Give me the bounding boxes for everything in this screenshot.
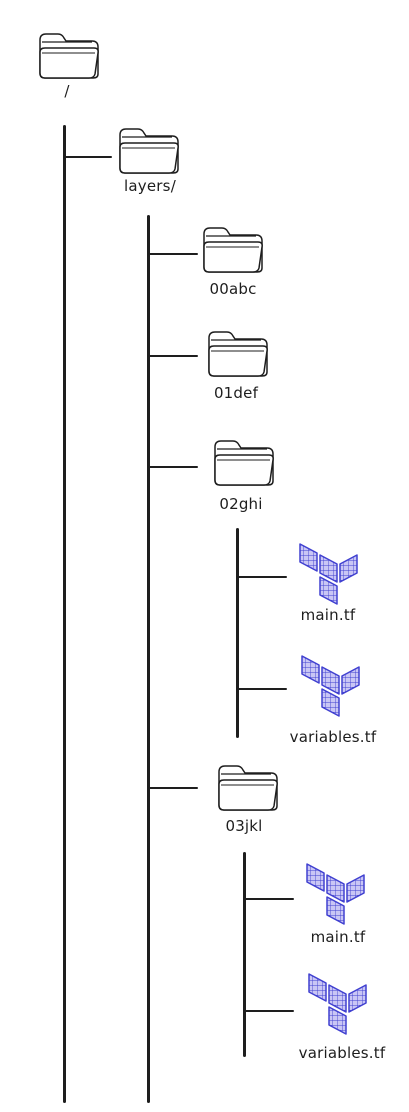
folder-02ghi-label: 02ghi: [219, 495, 263, 513]
03jkl-to-variables-branch: [244, 1010, 294, 1012]
03jkl-to-main-branch: [244, 898, 294, 900]
layers-to-03jkl-branch: [148, 787, 198, 789]
03jkl-main-tf-label: main.tf: [310, 928, 366, 946]
terraform-icon: [307, 970, 373, 1036]
03jkl-variables-tf-label: variables.tf: [298, 1044, 386, 1062]
root-folder-icon: [36, 30, 102, 80]
layers-folder-icon: [116, 125, 182, 175]
folder-03jkl-label: 03jkl: [225, 817, 263, 835]
layers-trunk-line: [147, 215, 150, 1103]
root-trunk-line: [63, 125, 66, 1103]
02ghi-to-variables-branch: [237, 688, 287, 690]
root-to-layers-branch: [64, 156, 112, 158]
03jkl-trunk-line: [243, 852, 246, 1057]
layers-to-01def-branch: [148, 355, 198, 357]
layers-label: layers/: [124, 177, 176, 195]
02ghi-main-tf-label: main.tf: [300, 606, 356, 624]
folder-00abc-label: 00abc: [209, 280, 257, 298]
folder-02ghi-icon: [211, 437, 277, 487]
terraform-icon: [298, 540, 364, 606]
terraform-icon: [300, 652, 366, 718]
02ghi-variables-tf-label: variables.tf: [289, 728, 377, 746]
folder-03jkl-icon: [215, 762, 281, 812]
folder-01def-icon: [205, 328, 271, 378]
folder-01def-label: 01def: [213, 384, 259, 402]
folder-00abc-icon: [200, 224, 266, 274]
layers-to-00abc-branch: [148, 253, 198, 255]
terraform-icon: [305, 860, 371, 926]
layers-to-02ghi-branch: [148, 466, 198, 468]
02ghi-trunk-line: [236, 528, 239, 738]
02ghi-to-main-branch: [237, 576, 287, 578]
root-label: /: [64, 82, 70, 100]
